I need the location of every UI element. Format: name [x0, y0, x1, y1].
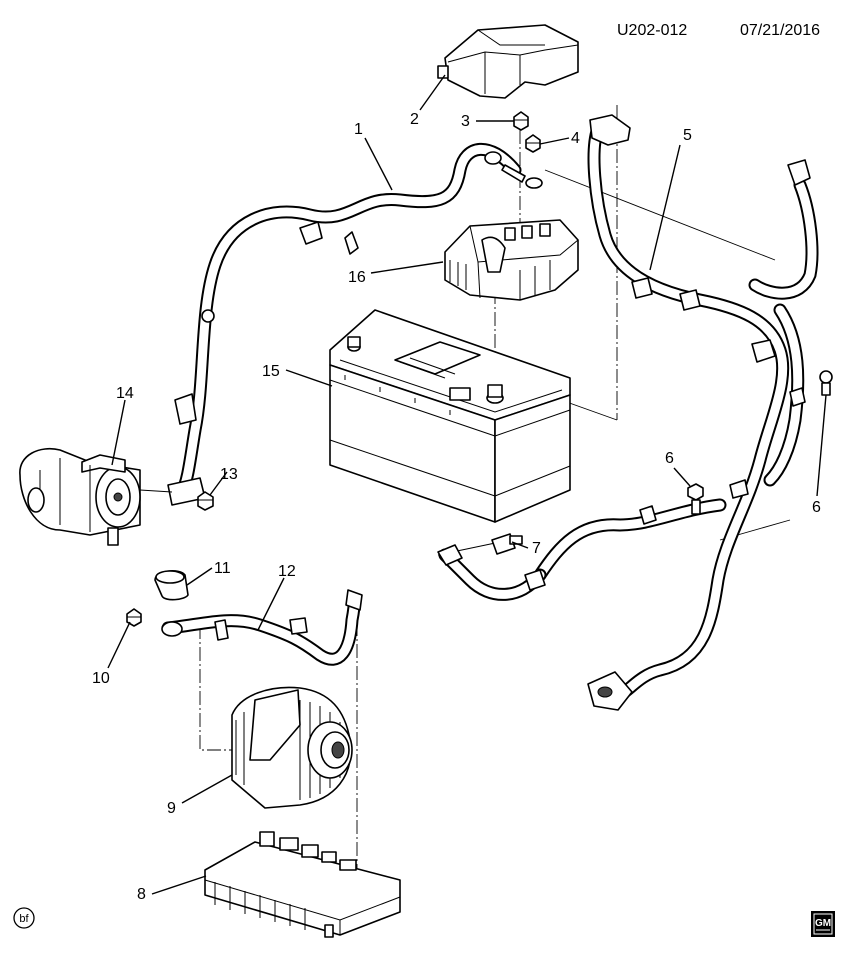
battery-harness [437, 114, 819, 711]
callout-11: 11 [214, 560, 231, 577]
generator [231, 686, 353, 809]
callout-13: 13 [220, 466, 238, 483]
gm-logo-text: GM [815, 918, 831, 929]
callout-15: 15 [262, 363, 280, 380]
figure-date: 07/21/2016 [740, 22, 820, 39]
positive-battery-cable [167, 142, 526, 506]
callout-8: 8 [137, 886, 146, 903]
terminal-boot-11 [154, 570, 189, 601]
battery-fuse-block [444, 219, 579, 301]
callout-1: 1 [354, 121, 363, 138]
callout-12: 12 [278, 563, 296, 580]
nut-4 [525, 134, 541, 153]
callout-5: 5 [683, 127, 692, 144]
bolt-6b [819, 370, 833, 396]
generator-cable [161, 589, 363, 666]
circled-text-icon: bf [13, 907, 35, 929]
callout-6b: 6 [812, 499, 821, 516]
callout-10: 10 [92, 670, 110, 687]
bolt-6a [687, 483, 704, 515]
callout-4: 4 [571, 130, 580, 147]
callouts: 1 2 3 4 5 6 6 7 8 9 10 11 12 13 14 15 16 [92, 111, 821, 903]
callout-14: 14 [116, 385, 134, 402]
nut-10 [126, 608, 142, 627]
callout-16: 16 [348, 269, 366, 286]
figure-code: U202-012 [617, 22, 687, 39]
gm-logo-icon: GM [811, 911, 835, 937]
callout-2: 2 [410, 111, 419, 128]
battery [329, 309, 571, 523]
nut-3 [513, 111, 529, 131]
starter-motor [19, 448, 173, 546]
callout-6a: 6 [665, 450, 674, 467]
callout-7: 7 [532, 540, 541, 557]
nut-13 [197, 491, 214, 511]
author-badge-text: bf [19, 913, 29, 925]
fuse-block-cover [437, 24, 579, 99]
washer [525, 177, 543, 189]
callout-3: 3 [461, 113, 470, 130]
stud-7 [491, 533, 523, 555]
engine-fuse-block [204, 831, 401, 938]
callout-9: 9 [167, 800, 176, 817]
leader-lines [107, 74, 827, 895]
